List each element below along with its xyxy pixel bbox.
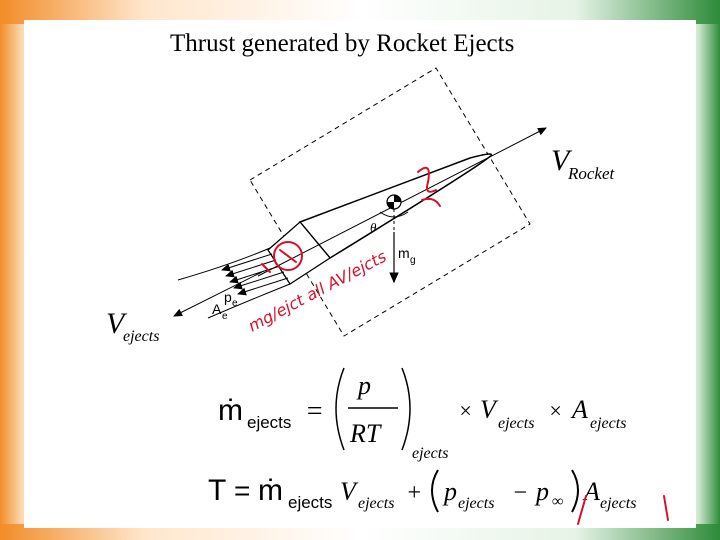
v2-subscript: ejects [358,495,394,512]
handwritten-annotations [261,166,441,273]
center-of-gravity-icon [386,194,402,210]
pe-subscript: e [232,298,238,309]
right-paren-2 [571,469,579,513]
v-term-subscript: ejects [498,415,534,432]
frac-subscript: ejects [412,445,448,462]
v-term: V [480,395,499,424]
v2-term: V [340,477,359,506]
pinf-term: p [534,477,549,506]
a2-subscript: ejects [600,495,636,512]
mg-label: m [398,245,410,261]
a-term-subscript: ejects [590,415,626,432]
thrust-equals: = [234,475,250,506]
pe-label: p [224,289,232,305]
exhaust-flow-lines [221,253,289,296]
v-ejects-arrow [173,271,263,317]
mdot-symbol: ṁ [218,394,243,427]
left-paren-1 [335,367,345,451]
v-rocket-subscript: Rocket [567,164,616,183]
mdot2-subscript: ejects [288,493,332,512]
minus-sign: − [512,480,528,506]
exhaust-plume [177,247,291,319]
frac-numerator-p: p [356,371,371,400]
times-1: × [458,398,473,423]
mdot2-symbol: ṁ [258,474,283,507]
plus-sign: + [406,480,422,506]
a2-term: A [582,477,600,506]
mdot-subscript: ejects [247,413,291,432]
pinf-subscript: ∞ [552,493,563,510]
theta-label: θ [370,220,377,235]
mg-subscript: g [410,255,416,266]
a-term: A [570,395,588,424]
right-paren-1 [401,367,411,451]
ae-label: A [212,301,222,317]
pe2-subscript: ejects [458,495,494,512]
ae-subscript: e [222,311,228,322]
times-2: × [548,398,563,423]
v-ejects-label: V [106,307,128,340]
slide-title: Thrust generated by Rocket Ejects [170,30,515,57]
theta-arc [379,211,409,218]
v-ejects-subscript: ejects [123,328,159,345]
frac-denominator-rt: RT [349,419,382,448]
handwritten-ticks [577,495,669,525]
slide-canvas [24,20,696,528]
bottom-border-band [0,524,720,540]
pe2-term: p [442,477,457,506]
thrust-symbol: T [208,474,226,507]
v-rocket-label: V [551,144,573,177]
v-rocket-arrow [257,127,547,277]
control-volume-dashed-box [249,67,531,337]
equals-sign: = [305,396,324,427]
left-paren-2 [431,469,439,513]
